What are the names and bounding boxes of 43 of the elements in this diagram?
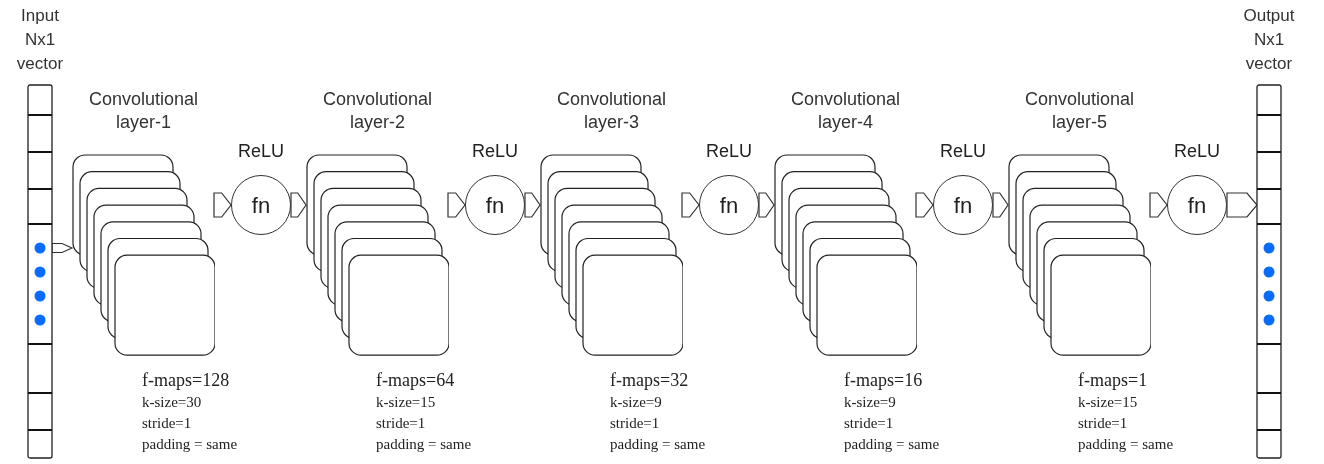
- parameter-text: f-maps=1: [1078, 369, 1149, 392]
- block-arrow: [915, 192, 934, 218]
- layer-title: Convolutional layer-4: [789, 88, 902, 134]
- parameter-text: padding = same: [1078, 435, 1174, 454]
- activation-label: ReLU: [705, 140, 753, 162]
- parameter-text: k-size=15: [376, 393, 437, 412]
- parameter-text: stride=1: [376, 414, 427, 433]
- block-arrow: [1149, 192, 1168, 218]
- parameter-text: stride=1: [1078, 414, 1129, 433]
- layer-title: Convolutional layer-2: [321, 88, 434, 134]
- layer-title: Convolutional layer-1: [87, 88, 200, 134]
- layer-title: Convolutional layer-5: [1023, 88, 1136, 134]
- parameter-text: stride=1: [610, 414, 661, 433]
- block-arrow: [1226, 192, 1258, 218]
- parameter-text: f-maps=32: [610, 369, 690, 392]
- activation-label: ReLU: [237, 140, 285, 162]
- parameter-text: padding = same: [142, 435, 238, 454]
- parameter-text: f-maps=64: [376, 369, 456, 392]
- parameter-text: f-maps=16: [844, 369, 924, 392]
- layer-title: Convolutional layer-3: [555, 88, 668, 134]
- block-arrow: [213, 192, 232, 218]
- parameter-text: stride=1: [844, 414, 895, 433]
- parameter-text: k-size=9: [610, 393, 663, 412]
- vector-title: Output Nx1 vector: [1242, 5, 1296, 75]
- block-arrow: [681, 192, 700, 218]
- block-arrow: [290, 192, 307, 218]
- activation-label: ReLU: [1173, 140, 1221, 162]
- block-arrow: [524, 192, 541, 218]
- parameter-text: k-size=15: [1078, 393, 1139, 412]
- parameter-text: k-size=9: [844, 393, 897, 412]
- block-arrow: [51, 242, 74, 254]
- activation-label: ReLU: [471, 140, 519, 162]
- parameter-text: stride=1: [142, 414, 193, 433]
- block-arrow: [447, 192, 466, 218]
- parameter-text: padding = same: [844, 435, 940, 454]
- block-arrow: [758, 192, 775, 218]
- block-arrow: [992, 192, 1009, 218]
- parameter-text: k-size=30: [142, 393, 203, 412]
- parameter-text: padding = same: [610, 435, 706, 454]
- vector-title: Input Nx1 vector: [15, 5, 65, 75]
- parameter-text: padding = same: [376, 435, 472, 454]
- activation-label: ReLU: [939, 140, 987, 162]
- parameter-text: f-maps=128: [142, 369, 231, 392]
